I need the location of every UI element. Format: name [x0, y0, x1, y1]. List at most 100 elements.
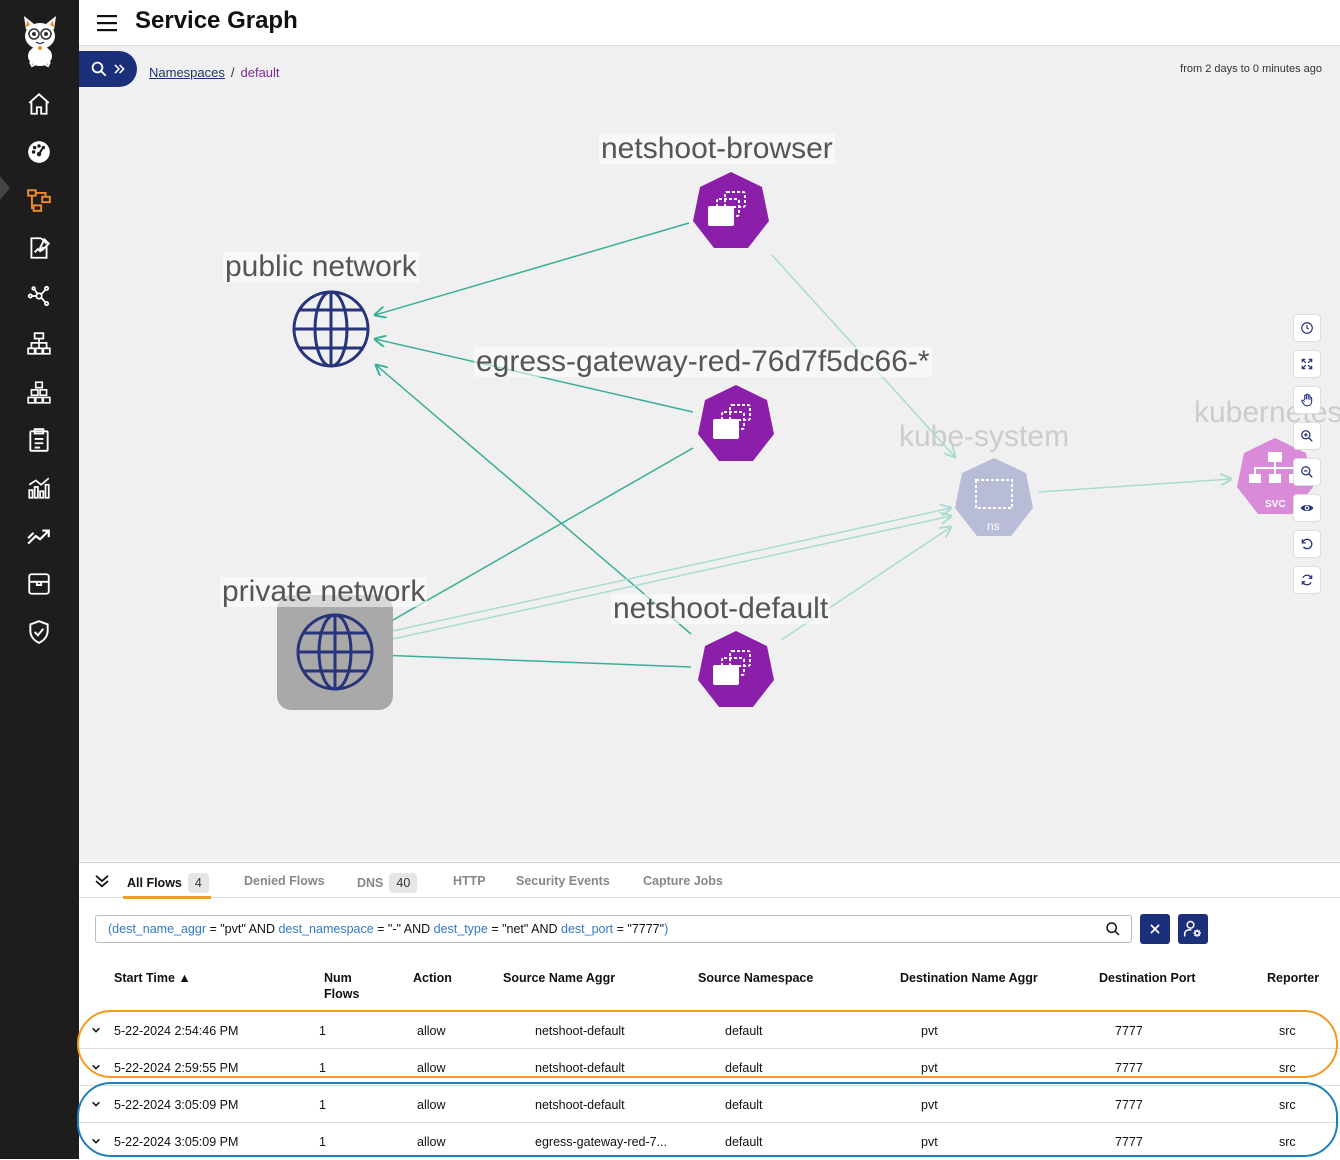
home-icon[interactable]	[24, 89, 54, 119]
app-logo-icon	[18, 12, 62, 68]
zoom-in-icon	[1300, 429, 1314, 443]
filter-key: dest_namespace	[278, 922, 373, 936]
filter-operator: =	[488, 922, 502, 936]
column-header-action[interactable]: Action	[413, 970, 452, 986]
pan-button[interactable]	[1293, 386, 1321, 414]
tab-dns[interactable]: DNS40	[357, 873, 417, 893]
cell-destination-port: 7777	[1115, 1024, 1143, 1038]
filter-close-paren: )	[664, 922, 668, 936]
chevron-down-icon[interactable]	[91, 1136, 101, 1146]
cell-source-namespace: default	[725, 1098, 763, 1112]
service-graph-canvas[interactable]: Namespaces/default from 2 days to 0 minu…	[79, 46, 1340, 861]
cell-num-flows: 1	[319, 1135, 326, 1149]
expand-icon	[1300, 357, 1314, 371]
column-header-source-namespace[interactable]: Source Namespace	[698, 970, 813, 986]
tab-denied-flows[interactable]: Denied Flows	[244, 874, 325, 888]
chevron-down-icon[interactable]	[91, 1025, 101, 1035]
policy-editor-icon[interactable]	[24, 233, 54, 263]
column-header-start-time[interactable]: Start Time ▲	[114, 970, 191, 986]
menu-icon[interactable]	[97, 13, 119, 33]
hierarchy-icon[interactable]	[24, 329, 54, 359]
tab-label: Security Events	[516, 874, 610, 888]
clipboard-icon[interactable]	[24, 425, 54, 455]
filter-value: "net"	[502, 922, 528, 936]
column-header-num-flows[interactable]: NumFlows	[324, 970, 359, 1002]
cell-num-flows: 1	[319, 1061, 326, 1075]
zoom-out-button[interactable]	[1293, 458, 1321, 486]
workload-node-netshoot-default[interactable]	[696, 629, 776, 711]
table-row[interactable]: 5-22-2024 3:05:09 PM 1 allow netshoot-de…	[79, 1086, 1340, 1123]
column-header-destination-port[interactable]: Destination Port	[1099, 970, 1196, 986]
tab-http[interactable]: HTTP	[453, 874, 486, 888]
active-tab-indicator	[123, 896, 211, 899]
column-settings-button[interactable]	[1178, 914, 1208, 944]
time-history-button[interactable]	[1293, 314, 1321, 342]
column-header-destination-name-aggr[interactable]: Destination Name Aggr	[900, 970, 1038, 986]
cell-action: allow	[417, 1061, 446, 1075]
inventory-icon[interactable]	[24, 569, 54, 599]
tab-label: All Flows	[127, 876, 182, 890]
table-row[interactable]: 5-22-2024 2:59:55 PM 1 allow netshoot-de…	[79, 1049, 1340, 1086]
edge-kube-kubernetes	[1039, 479, 1231, 492]
reset-layout-button[interactable]	[1293, 530, 1321, 558]
cell-destination-port: 7777	[1115, 1061, 1143, 1075]
search-icon[interactable]	[1105, 921, 1121, 937]
zoom-in-button[interactable]	[1293, 422, 1321, 450]
namespace-badge: ns	[987, 519, 1000, 533]
column-header-reporter[interactable]: Reporter	[1267, 970, 1319, 986]
hand-icon	[1300, 393, 1314, 407]
table-row[interactable]: 5-22-2024 3:05:09 PM 1 allow egress-gate…	[79, 1123, 1340, 1160]
node-label-public-network: public network	[223, 252, 419, 282]
filter-operator: =	[613, 922, 627, 936]
cell-source-namespace: default	[725, 1061, 763, 1075]
refresh-button[interactable]	[1293, 566, 1321, 594]
view-options-button[interactable]	[1293, 494, 1321, 522]
edge-default-private	[379, 655, 691, 667]
workload-node-netshoot-browser[interactable]	[691, 170, 771, 252]
cell-destination-name-aggr: pvt	[921, 1098, 938, 1112]
filter-value: "-"	[388, 922, 401, 936]
network-icon[interactable]	[24, 281, 54, 311]
cell-source-name-aggr: netshoot-default	[535, 1061, 625, 1075]
cell-num-flows: 1	[319, 1098, 326, 1112]
service-graph-icon[interactable]	[24, 185, 54, 215]
tab-all-flows[interactable]: All Flows4	[127, 873, 209, 893]
zoom-out-icon	[1300, 465, 1314, 479]
cell-start-time: 5-22-2024 2:59:55 PM	[114, 1061, 238, 1075]
node-label-private-network: private network	[220, 577, 427, 607]
workload-node-egress-gateway[interactable]	[696, 383, 776, 465]
table-row[interactable]: 5-22-2024 2:54:46 PM 1 allow netshoot-de…	[79, 1012, 1340, 1049]
cell-source-name-aggr: netshoot-default	[535, 1098, 625, 1112]
tab-capture-jobs[interactable]: Capture Jobs	[643, 874, 723, 888]
cell-reporter: src	[1279, 1098, 1296, 1112]
clock-icon	[1300, 321, 1314, 335]
cell-destination-name-aggr: pvt	[921, 1135, 938, 1149]
column-header-line: Flows	[324, 986, 359, 1002]
collapse-panel-icon[interactable]	[93, 872, 111, 890]
cluster-icon[interactable]	[24, 377, 54, 407]
dashboard-icon[interactable]	[24, 137, 54, 167]
fit-view-button[interactable]	[1293, 350, 1321, 378]
node-label-egress-gateway: egress-gateway-red-76d7f5dc66-*	[474, 347, 932, 377]
flow-tabs: All Flows4 Denied Flows DNS40 HTTP Secur…	[79, 862, 1340, 898]
clear-filter-button[interactable]	[1140, 914, 1170, 944]
chevron-down-icon[interactable]	[91, 1062, 101, 1072]
private-network-globe-icon[interactable]	[295, 612, 375, 692]
trend-icon[interactable]	[24, 521, 54, 551]
filter-value: "7777"	[627, 922, 664, 936]
active-nav-marker	[0, 176, 10, 200]
tab-security-events[interactable]: Security Events	[516, 874, 610, 888]
chevron-down-icon[interactable]	[91, 1099, 101, 1109]
filter-operator: =	[374, 922, 388, 936]
flow-filter-input[interactable]: (dest_name_aggr = "pvt" AND dest_namespa…	[95, 915, 1132, 943]
node-label-kube-system: kube-system	[897, 422, 1071, 452]
shield-icon[interactable]	[24, 617, 54, 647]
cell-action: allow	[417, 1098, 446, 1112]
cell-source-name-aggr: egress-gateway-red-7...	[535, 1135, 667, 1149]
public-network-globe-icon[interactable]	[291, 289, 371, 369]
cell-destination-name-aggr: pvt	[921, 1024, 938, 1038]
sidebar	[0, 0, 79, 1159]
cell-reporter: src	[1279, 1024, 1296, 1038]
bar-chart-icon[interactable]	[24, 473, 54, 503]
column-header-source-name-aggr[interactable]: Source Name Aggr	[503, 970, 615, 986]
